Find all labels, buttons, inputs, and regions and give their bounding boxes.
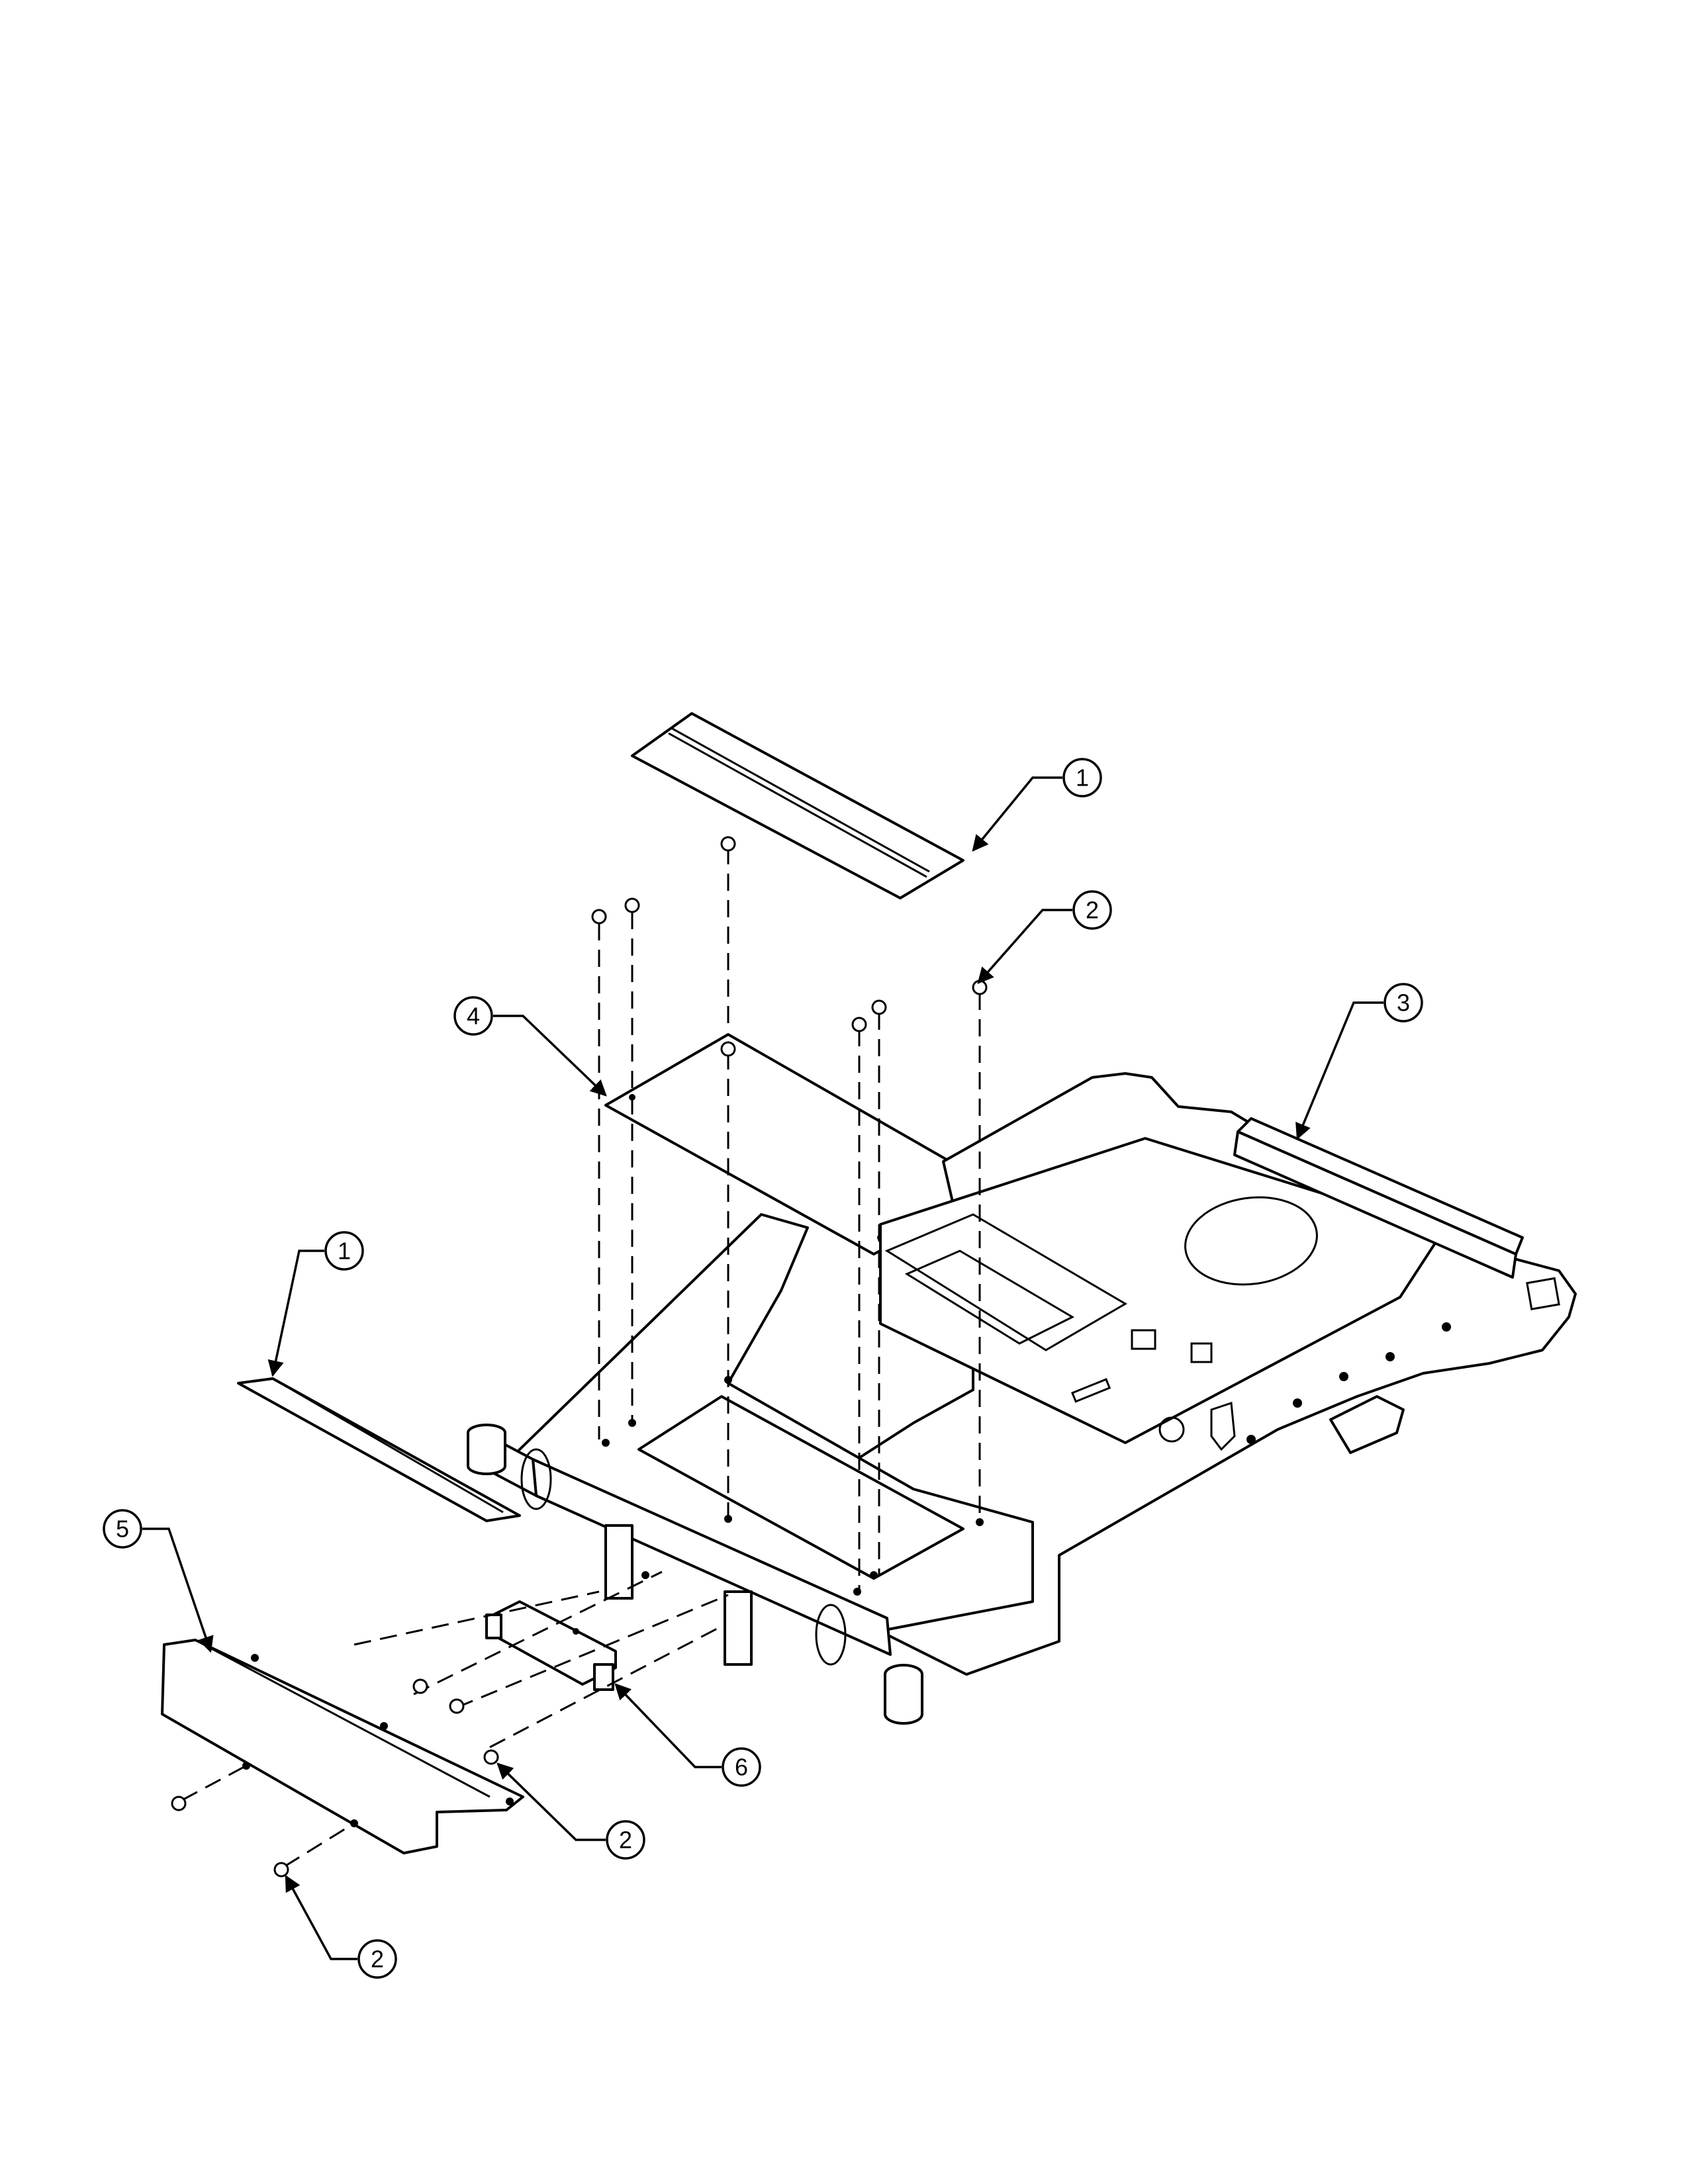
bolts xyxy=(171,836,988,1878)
callout-label: 2 xyxy=(371,1946,384,1973)
foot-pad-left xyxy=(237,1377,521,1522)
rear-bar xyxy=(1233,1117,1524,1279)
bolt-11 xyxy=(171,1796,187,1811)
foot-pad-top xyxy=(631,712,964,899)
callout-c3: 3 xyxy=(1295,983,1423,1140)
bolt-3 xyxy=(720,836,736,852)
bracket xyxy=(485,1600,617,1691)
callout-label: 1 xyxy=(338,1238,351,1265)
bolt-12 xyxy=(273,1862,289,1878)
bolt-10 xyxy=(483,1749,499,1765)
callout-label: 1 xyxy=(1076,764,1089,792)
callout-label: 6 xyxy=(735,1754,748,1781)
callout-label: 4 xyxy=(467,1003,480,1030)
front-cover xyxy=(161,1639,524,1854)
callout-c1-left: 1 xyxy=(267,1231,364,1377)
assembly-lines xyxy=(181,847,981,1868)
callout-label: 3 xyxy=(1397,989,1410,1017)
callout-c5: 5 xyxy=(103,1509,214,1653)
bolt-2 xyxy=(624,897,640,913)
callout-c2-bottom: 2 xyxy=(285,1874,397,1979)
main-frame xyxy=(467,1072,1577,1725)
bolt-8 xyxy=(412,1678,428,1694)
callout-label: 2 xyxy=(619,1827,632,1854)
callout-c6: 6 xyxy=(614,1683,761,1787)
bolt-4 xyxy=(720,1041,736,1057)
callout-c4: 4 xyxy=(453,996,607,1097)
callout-c2-top: 2 xyxy=(977,890,1112,984)
bolt-1 xyxy=(591,909,607,925)
bolt-5 xyxy=(851,1017,867,1032)
callout-label: 5 xyxy=(116,1516,129,1543)
bolt-6 xyxy=(871,999,887,1015)
callout-c2-mid: 2 xyxy=(496,1762,645,1860)
callout-label: 2 xyxy=(1086,897,1099,924)
callout-c1-top: 1 xyxy=(972,758,1102,852)
bolt-9 xyxy=(449,1698,465,1714)
